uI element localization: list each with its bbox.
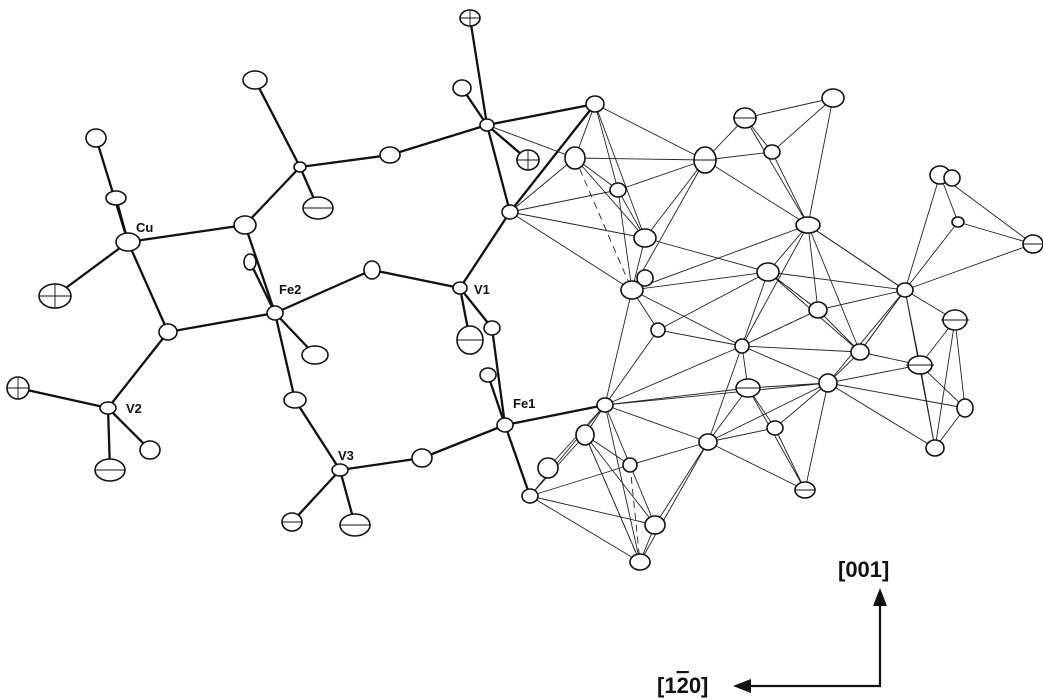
ellipsoid-axes [7, 10, 1043, 526]
axis-arrowhead-up [873, 588, 887, 606]
axis-label-part-pre: [1 [657, 673, 677, 698]
atom-labels: Cu Fe2 V1 V2 Fe1 V3 [126, 220, 535, 463]
label-v3: V3 [338, 448, 354, 463]
label-v1: V1 [474, 282, 490, 297]
axis-label-part-post: 0] [689, 673, 709, 698]
label-v2: V2 [126, 401, 142, 416]
bond-network [16, 16, 607, 527]
axis-label-001: [001] [838, 557, 889, 582]
axis-arrowhead-left [733, 679, 751, 693]
label-fe1: Fe1 [513, 396, 535, 411]
atom-ellipsoids [6, 9, 1043, 571]
axis-arrow-lines [748, 605, 882, 688]
label-fe2: Fe2 [279, 282, 301, 297]
crystal-axes-indicator: [001] [120] [657, 557, 889, 698]
label-cu: Cu [136, 220, 153, 235]
axis-label-part-bar: 2 [677, 673, 689, 698]
axis-label-1-bar2-0: [120] [657, 673, 708, 698]
